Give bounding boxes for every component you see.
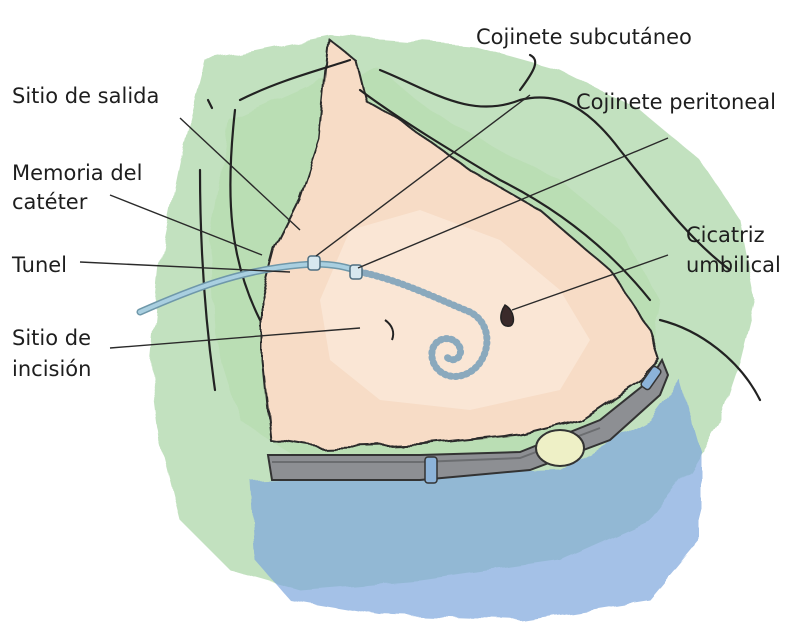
label-umbilical-scar-line2: umbilical [686, 253, 781, 277]
label-umbilical-scar-line1: Cicatriz [686, 223, 765, 247]
label-catheter-memory-line1: Memoria del [12, 161, 142, 185]
label-incision-site-line1: Sitio de [12, 326, 91, 350]
subcutaneous-cuff [308, 256, 320, 270]
label-subcutaneous-cuff: Cojinete subcutáneo [476, 25, 692, 49]
label-exit-site: Sitio de salida [12, 84, 159, 108]
label-incision-site-line2: incisión [12, 357, 91, 381]
label-peritoneal-cuff: Cojinete peritoneal [576, 90, 776, 114]
belt-loop [425, 457, 437, 483]
label-tunnel: Tunel [11, 253, 67, 277]
label-catheter-memory-line2: catéter [12, 190, 88, 214]
jeans-button [536, 430, 584, 466]
